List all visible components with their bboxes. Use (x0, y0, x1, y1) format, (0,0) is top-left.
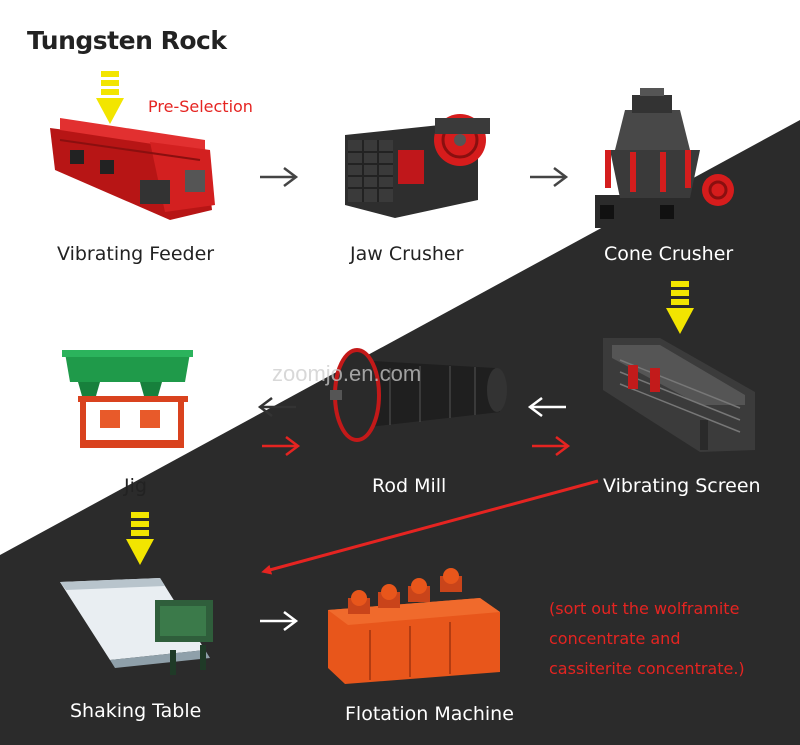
white-left-arrow-icon (257, 397, 296, 417)
jig-label: Jig (124, 475, 147, 497)
yellow-down-arrow-icon (666, 281, 694, 334)
pre-selection-label: Pre-Selection (148, 97, 253, 116)
jaw-crusher-label: Jaw Crusher (350, 243, 464, 265)
vibrating-feeder-image (50, 118, 215, 220)
rod-mill-image (330, 348, 507, 442)
vibrating-screen-image (603, 338, 755, 452)
cone-crusher-image (595, 88, 734, 228)
white-right-arrow-icon (260, 611, 299, 631)
flotation-machine-image (328, 568, 500, 684)
yellow-down-arrow-icon (126, 512, 154, 565)
flotation-machine-label: Flotation Machine (345, 703, 514, 725)
red-right-arrow-icon (262, 436, 301, 456)
gray-right-arrow-icon (530, 167, 569, 187)
shaking-table-label: Shaking Table (70, 700, 202, 722)
dark-background (0, 120, 800, 745)
note-line-2: concentrate and (549, 629, 681, 648)
note-line-3: cassiterite concentrate.) (549, 659, 745, 678)
jaw-crusher-image (345, 114, 490, 218)
red-right-arrow-icon (532, 436, 571, 456)
jig-image (62, 350, 193, 448)
cone-crusher-label: Cone Crusher (604, 243, 734, 265)
red-diagonal-arrow-icon (261, 479, 599, 575)
shaking-table-image (60, 578, 213, 675)
page-title: Tungsten Rock (27, 26, 227, 55)
white-left-arrow-icon (527, 397, 566, 417)
rod-mill-label: Rod Mill (372, 475, 447, 497)
watermark: zoomjo.en.com (272, 361, 422, 386)
vibrating-screen-label: Vibrating Screen (603, 475, 761, 497)
note-line-1: (sort out the wolframite (549, 599, 740, 618)
gray-right-arrow-icon (260, 167, 299, 187)
yellow-down-arrow-icon (96, 71, 124, 124)
vibrating-feeder-label: Vibrating Feeder (57, 243, 215, 265)
